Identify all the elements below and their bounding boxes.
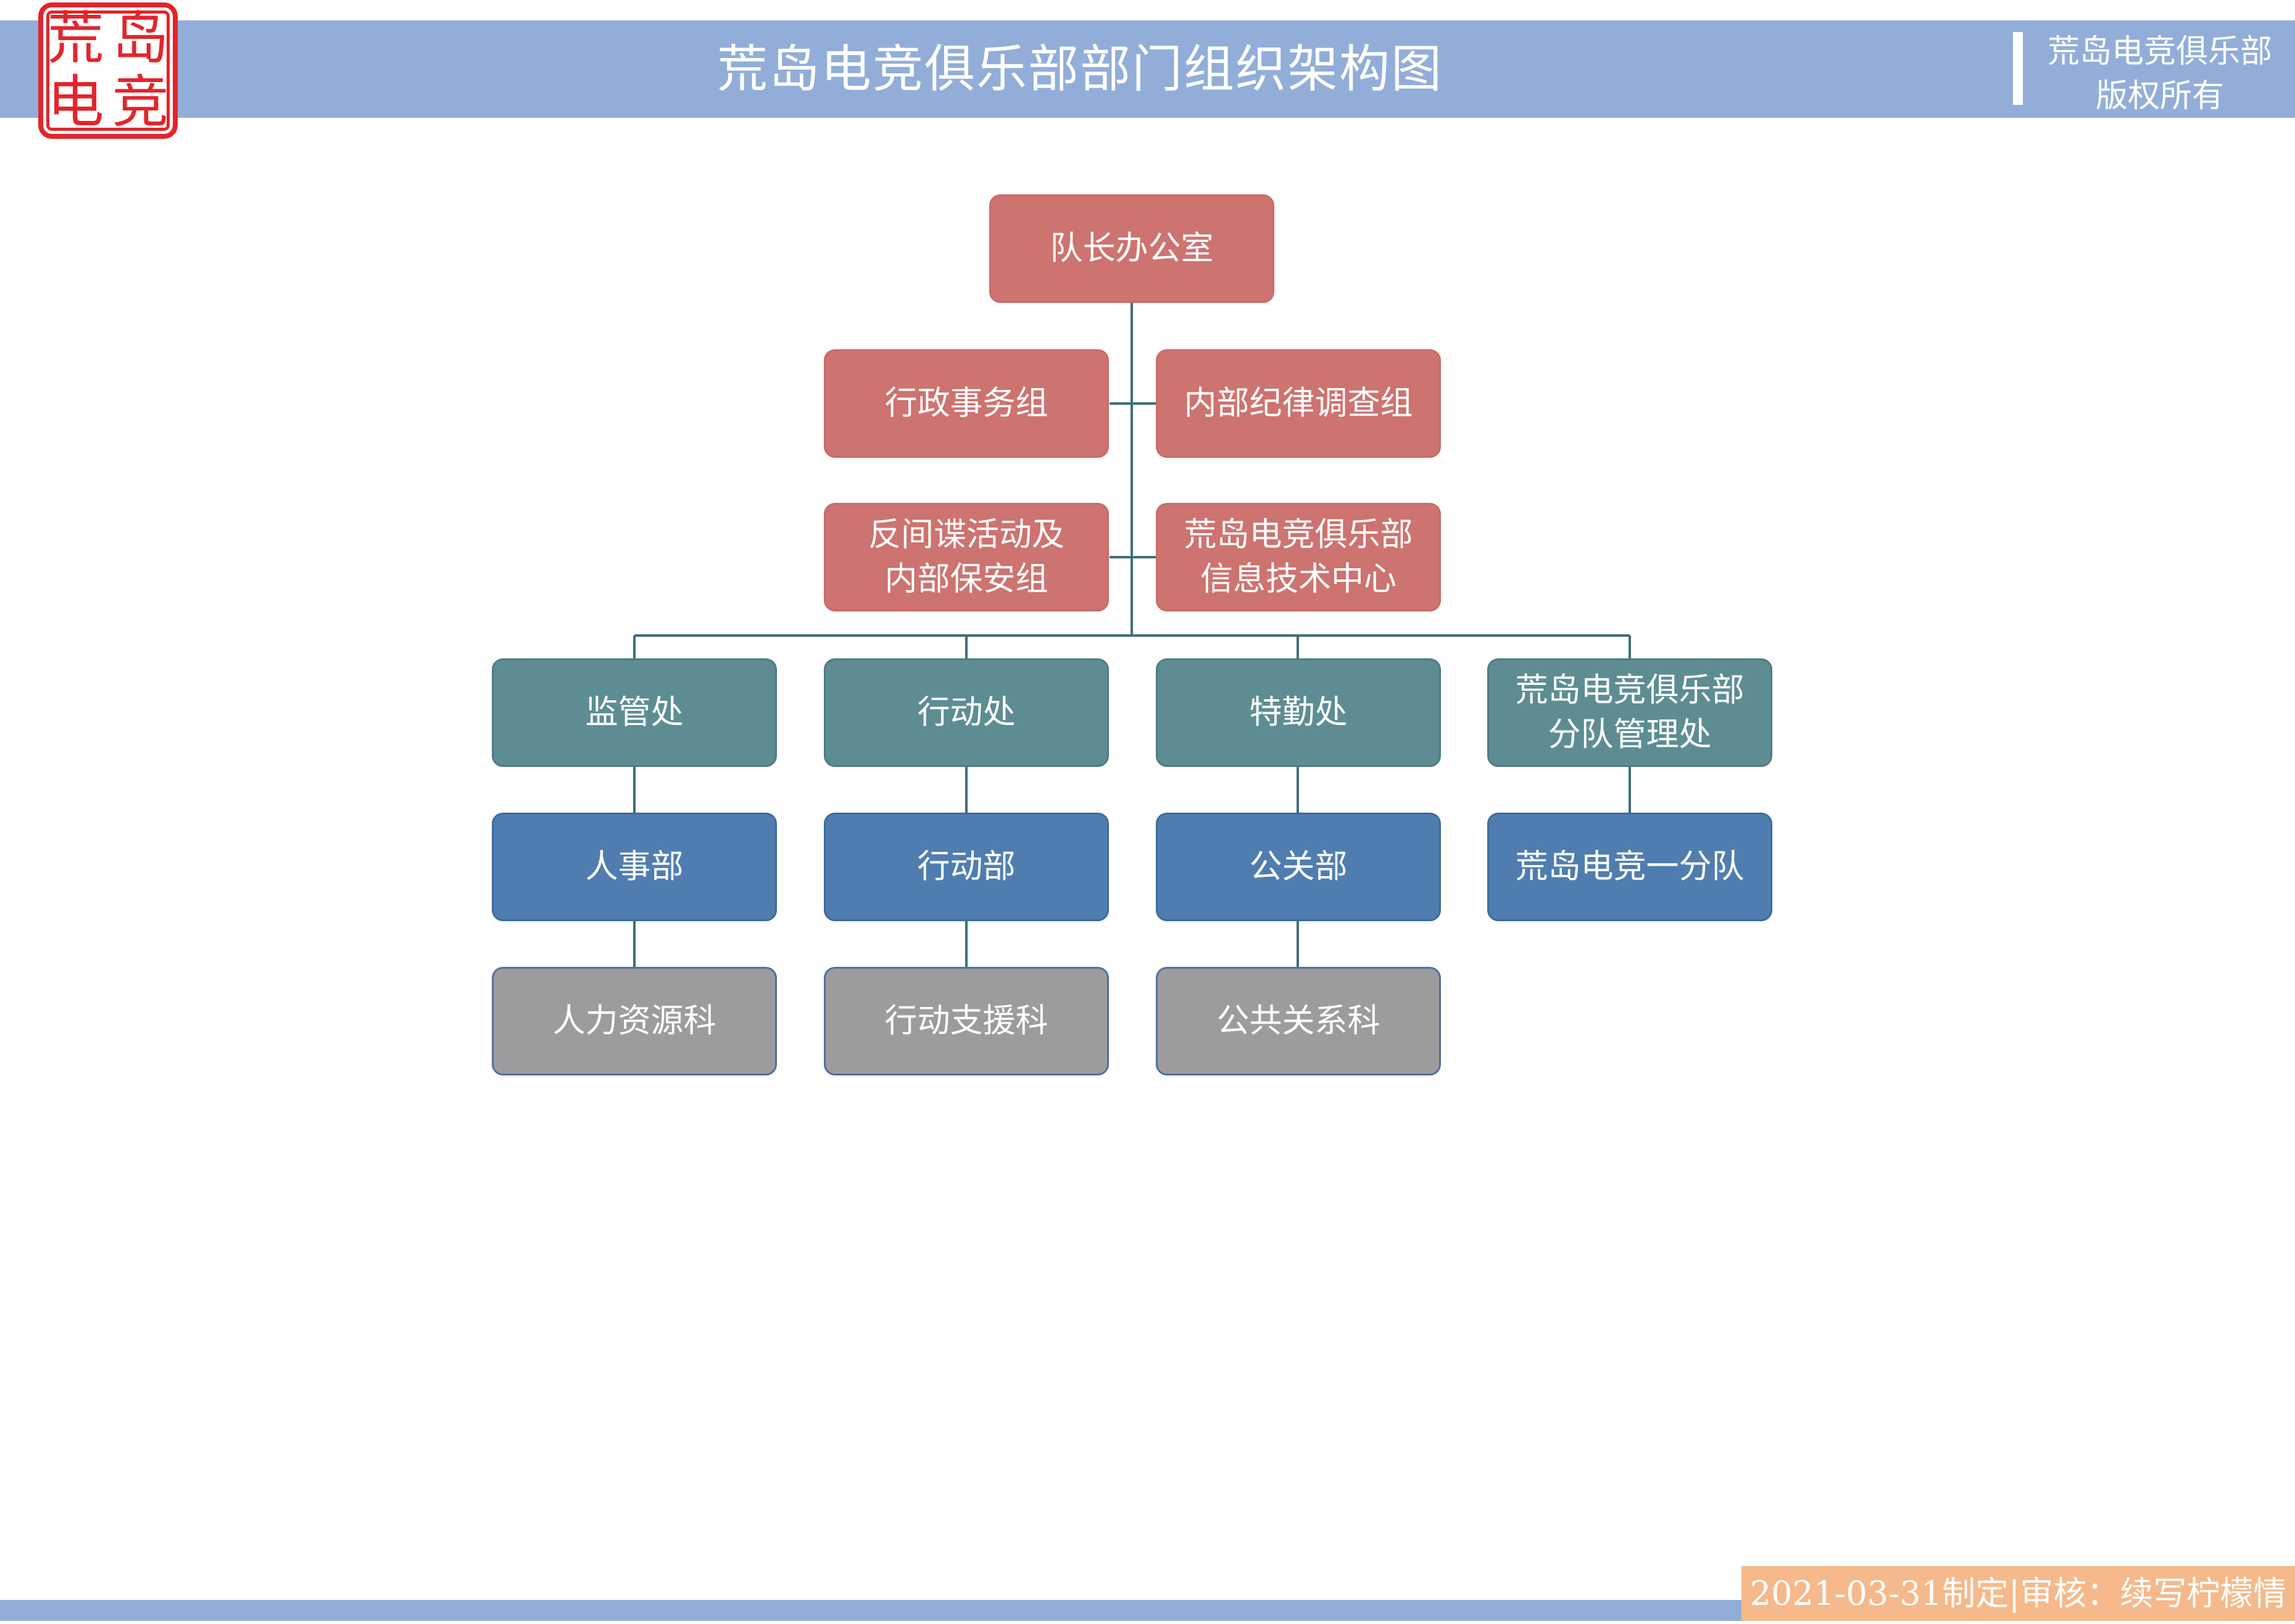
- page-title: 荒岛电竞俱乐部部门组织架构图: [716, 40, 1443, 99]
- node-dept-operations: 行动部: [824, 813, 1109, 921]
- node-admin-affairs-group: 行政事务组: [824, 349, 1109, 458]
- node-counterintel-security-group: 反间谍活动及 内部保安组: [824, 503, 1109, 611]
- copyright-divider: [2013, 32, 2023, 105]
- node-section-operations-support: 行动支援科: [824, 967, 1109, 1075]
- node-division-operations: 行动处: [824, 658, 1109, 767]
- node-division-special-service: 特勤处: [1156, 658, 1441, 767]
- node-captain-office: 队长办公室: [989, 194, 1274, 303]
- node-dept-personnel: 人事部: [492, 813, 777, 921]
- seal-char: 荒: [47, 6, 104, 72]
- node-dept-public-relations: 公关部: [1156, 813, 1441, 921]
- footer-date-reviewer: 2021-03-31制定|审核：续写柠檬情: [1741, 1566, 2295, 1621]
- node-division-squad-management: 荒岛电竞俱乐部 分队管理处: [1487, 658, 1772, 767]
- club-seal-logo: 荒 岛 电 竞: [38, 2, 178, 139]
- copyright-notice: 荒岛电竞俱乐部 版权所有: [2047, 33, 2272, 115]
- node-section-human-resources: 人力资源科: [492, 967, 777, 1075]
- node-division-supervision: 监管处: [492, 658, 777, 767]
- header-band: [0, 20, 2295, 118]
- node-it-center: 荒岛电竞俱乐部 信息技术中心: [1156, 503, 1441, 611]
- node-section-public-relations: 公共关系科: [1156, 967, 1441, 1075]
- seal-char: 电: [47, 68, 104, 135]
- node-dept-first-squad: 荒岛电竞一分队: [1487, 813, 1772, 921]
- node-discipline-investigation-group: 内部纪律调查组: [1156, 349, 1441, 458]
- seal-char: 岛: [112, 6, 169, 72]
- seal-char: 竞: [112, 68, 169, 135]
